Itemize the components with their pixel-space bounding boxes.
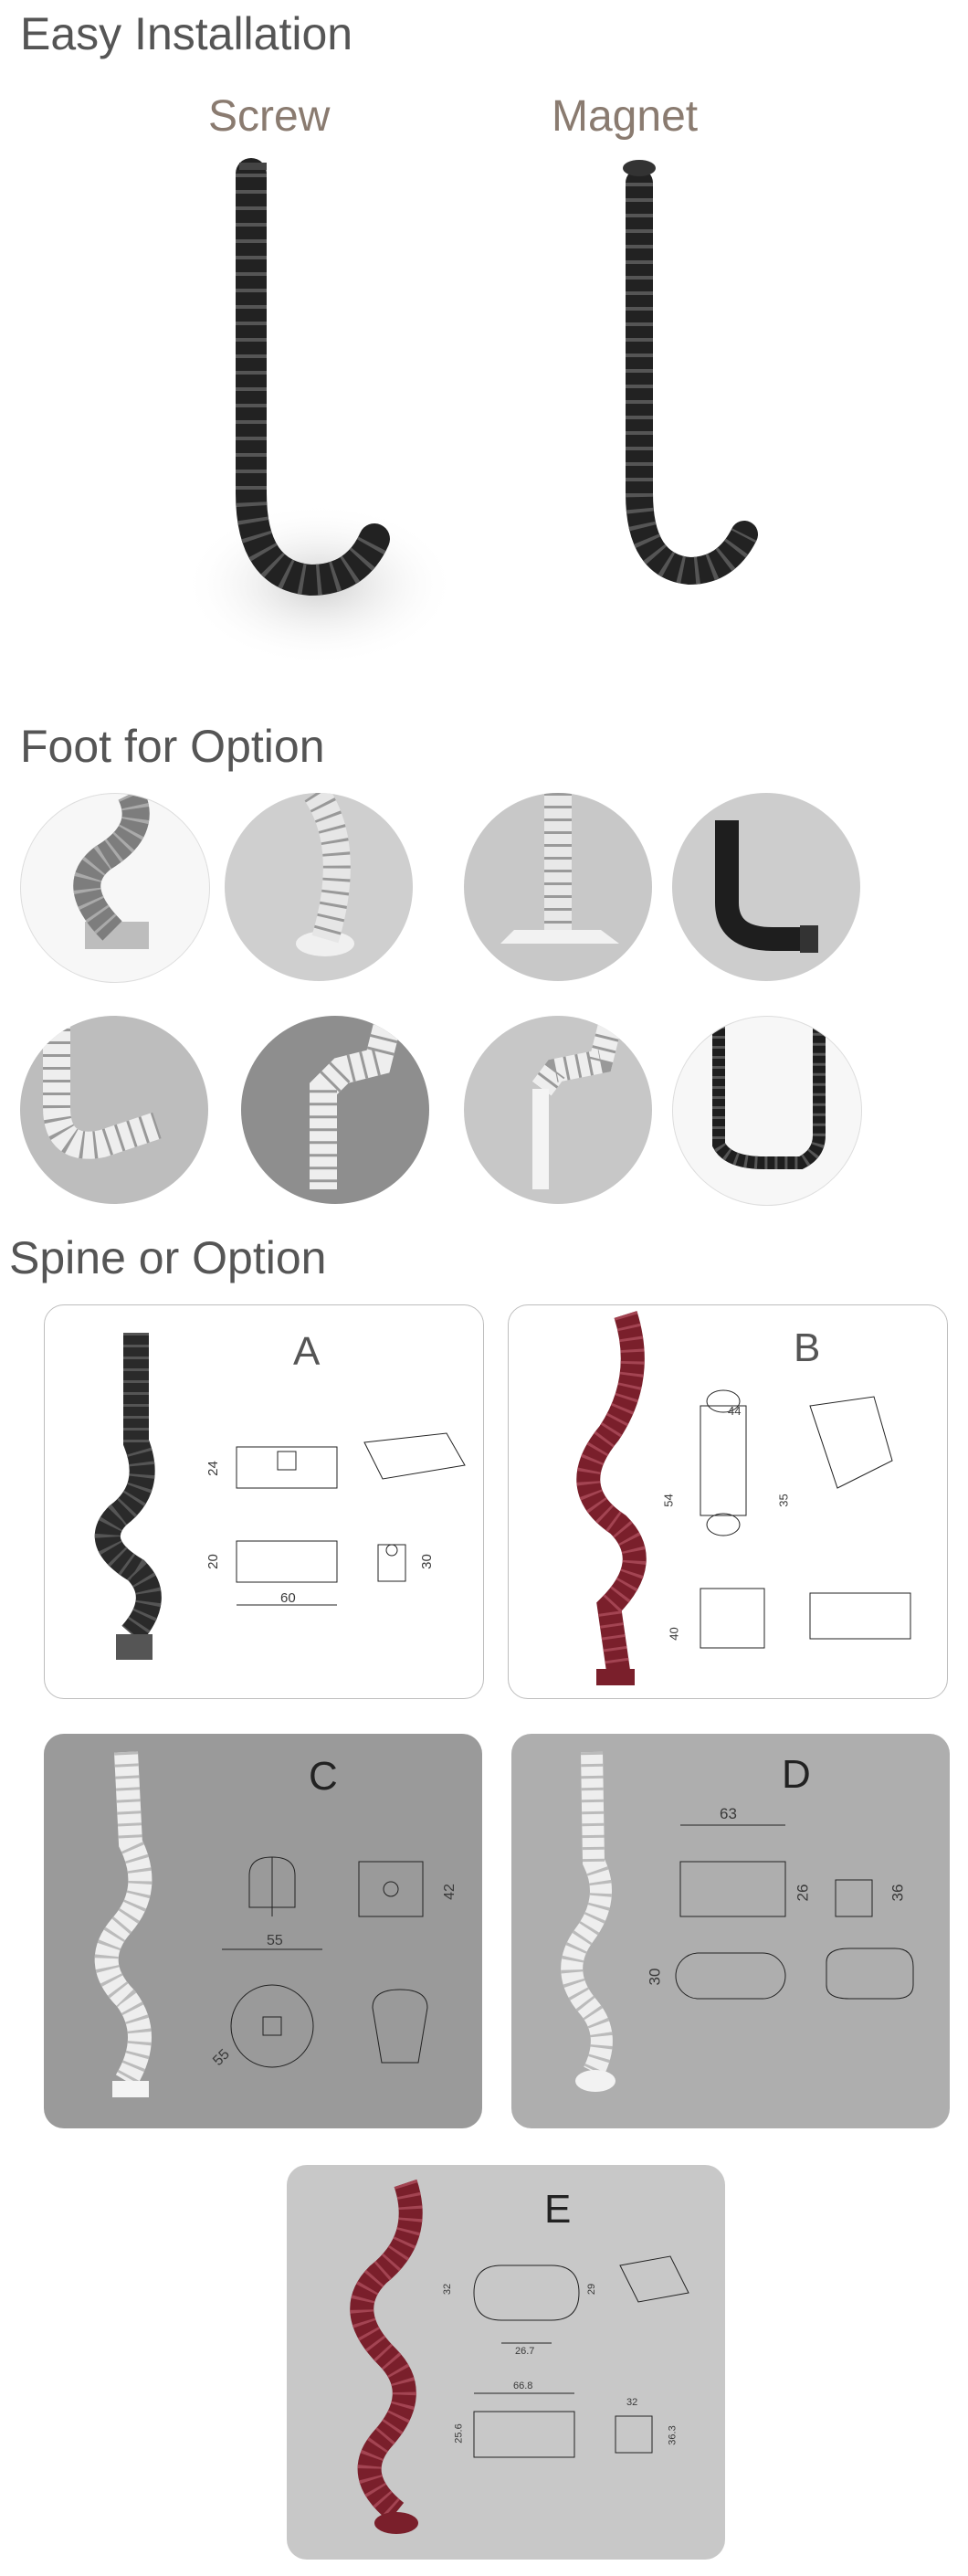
foot-option-white-angled — [241, 1016, 429, 1204]
card-a-dim-30: 30 — [418, 1554, 435, 1569]
foot-option-grey-square-base — [20, 793, 210, 983]
card-b-dim-44: 44 — [728, 1404, 742, 1418]
screw-label: Screw — [208, 92, 331, 141]
card-d-dim-36: 36 — [889, 1884, 907, 1902]
card-a-dim-24: 24 — [205, 1461, 221, 1476]
card-c-dim-55-width: 55 — [267, 1933, 283, 1948]
card-d-dim-63: 63 — [720, 1805, 737, 1822]
foot-option-black-u-shape — [672, 1016, 862, 1206]
card-a-dim-60: 60 — [280, 1590, 296, 1606]
foot-option-white-plate-base — [464, 793, 652, 981]
spine-option-card-e: E 32 29 26.7 66.8 25.6 32 36.3 — [287, 2165, 725, 2560]
foot-option-white-pole — [464, 1016, 652, 1204]
card-e-dim-25-6: 25.6 — [453, 2423, 465, 2444]
card-e-dim-36-3: 36.3 — [667, 2425, 679, 2445]
foot-option-white-curved — [20, 1016, 208, 1204]
card-e-dim-66-8: 66.8 — [513, 2381, 533, 2391]
foot-option-black-bracket — [672, 793, 860, 981]
spine-option-card-d: D 63 26 36 30 — [511, 1734, 950, 2128]
card-e-dim-29: 29 — [586, 2283, 598, 2296]
section-title-installation: Easy Installation — [20, 8, 353, 59]
card-c-dim-42: 42 — [441, 1884, 458, 1900]
card-b-letter: B — [794, 1325, 821, 1370]
card-e-letter: E — [544, 2187, 572, 2232]
card-e-dim-26-7: 26.7 — [515, 2346, 535, 2357]
spine-option-card-c: C 55 42 55 — [44, 1734, 482, 2128]
card-b-dim-35: 35 — [776, 1494, 791, 1507]
card-b-dim-54: 54 — [661, 1494, 676, 1507]
card-d-dim-26: 26 — [794, 1884, 812, 1902]
foot-option-white-round-base — [225, 793, 413, 981]
card-e-dim-32: 32 — [442, 2283, 454, 2296]
installation-image — [164, 146, 804, 685]
section-title-spine: Spine or Option — [9, 1232, 327, 1283]
card-d-dim-30: 30 — [646, 1968, 664, 1986]
card-e-dim-32-top: 32 — [626, 2397, 638, 2408]
card-a-letter: A — [293, 1329, 321, 1374]
section-title-foot: Foot for Option — [20, 721, 325, 772]
spine-option-card-b: B 44 54 35 40 — [508, 1304, 948, 1699]
card-d-letter: D — [782, 1752, 811, 1797]
magnet-label: Magnet — [552, 92, 699, 141]
card-c-letter: C — [309, 1754, 338, 1799]
spine-option-card-a: A 24 20 30 60 — [44, 1304, 484, 1699]
card-a-dim-20: 20 — [205, 1554, 221, 1569]
card-b-dim-40: 40 — [667, 1627, 681, 1641]
